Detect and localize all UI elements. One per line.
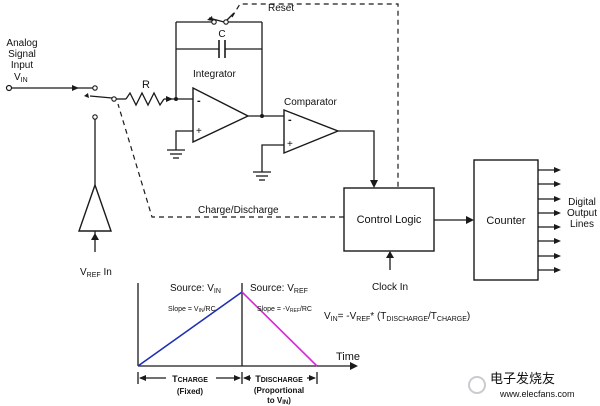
integrator-minus: -: [197, 95, 201, 107]
comparator-opamp: [283, 108, 340, 155]
vref-arrow: [91, 233, 99, 240]
svg-text:www.elecfans.com: www.elecfans.com: [499, 389, 575, 399]
svg-text:Input: Input: [11, 60, 33, 71]
charge-discharge-label: Charge/Discharge: [198, 205, 279, 216]
input-arrow: [72, 85, 79, 91]
vref-buffer: [78, 182, 112, 232]
slope-down-label: Slope = -VREF/RC: [257, 306, 312, 314]
svg-text:Analog: Analog: [6, 38, 37, 49]
analog-input-label: Analog Signal Input VIN: [6, 38, 37, 84]
integrator-plus: +: [196, 126, 202, 137]
logic-to-counter-arrow: [466, 216, 474, 224]
comparator-to-logic: [338, 130, 375, 186]
slope-up-label: Slope = VIN/RC: [168, 306, 216, 314]
counter-label: Counter: [486, 215, 525, 227]
tdischarge-label: TDISCHARGE: [255, 374, 303, 384]
comparator-ground-wire: [261, 144, 284, 172]
switch-contact-vin: [92, 85, 98, 91]
tdischarge-arrow-right: [309, 375, 316, 381]
switch-contact-vref: [92, 114, 98, 120]
conversion-formula: VIN= -VREF* (TDISCHARGE/TCHARGE): [324, 311, 470, 323]
reset-dashed-line: [231, 3, 399, 188]
tdischarge-proportional-label: (Proportional: [254, 386, 304, 395]
graph-x-arrow: [350, 362, 358, 370]
source-vin-label: Source: VIN: [170, 283, 221, 295]
control-logic-label: Control Logic: [357, 214, 422, 226]
svg-text:Lines: Lines: [570, 219, 594, 230]
resistor-label: R: [142, 79, 150, 91]
reset-contact-right: [223, 19, 229, 25]
tdischarge-to-vin-label: to VIN): [267, 396, 291, 406]
svg-text:VIN: VIN: [14, 72, 28, 84]
counter-block: [473, 159, 539, 281]
integrator-opamp: [192, 86, 250, 144]
switch-pivot: [111, 96, 117, 102]
vref-in-label: VREF In: [80, 267, 112, 279]
clock-in-label: Clock In: [372, 282, 408, 293]
tcharge-label-bg: [166, 371, 216, 385]
tdischarge-arrow-left: [243, 375, 250, 381]
integrator-ground-wire: [175, 130, 193, 150]
discharge-slope: [241, 291, 318, 367]
resistor-arrow: [166, 96, 173, 102]
tcharge-fixed-label: (Fixed): [177, 387, 204, 396]
clock-arrow: [386, 251, 394, 258]
comparator-arrow: [370, 180, 378, 188]
tdischarge-label-bg: [251, 371, 307, 385]
time-label: Time: [336, 351, 360, 363]
digital-output-label: Digital Output Lines: [567, 197, 597, 230]
junction-integrator-out: [260, 114, 264, 118]
reset-label: Reset: [268, 3, 294, 14]
watermark-logo: 电子发烧友 www.elecfans.com: [468, 371, 575, 399]
comparator-minus: -: [288, 114, 292, 126]
svg-text:电子发烧友: 电子发烧友: [490, 371, 555, 386]
charge-discharge-dashed-line: [117, 103, 344, 218]
tcharge-arrow-left: [139, 375, 146, 381]
svg-text:Signal: Signal: [8, 49, 36, 60]
reset-blade-2: [208, 17, 225, 23]
switch-blade-arrow: [84, 93, 89, 98]
input-terminal: [5, 84, 13, 92]
svg-text:Output: Output: [567, 208, 597, 219]
integrator-label: Integrator: [193, 69, 236, 80]
comparator-label: Comparator: [284, 97, 337, 108]
capacitor-label: C: [218, 29, 225, 40]
digital-output-lines: [538, 167, 561, 273]
source-vref-label: Source: VREF: [250, 283, 308, 295]
svg-text:Digital: Digital: [568, 197, 596, 208]
charge-slope: [137, 291, 243, 367]
comparator-plus: +: [287, 139, 293, 150]
resistor: [125, 91, 165, 107]
tcharge-arrow-right: [234, 375, 241, 381]
tcharge-label: TCHARGE: [172, 374, 208, 384]
switch-blade: [89, 95, 113, 99]
